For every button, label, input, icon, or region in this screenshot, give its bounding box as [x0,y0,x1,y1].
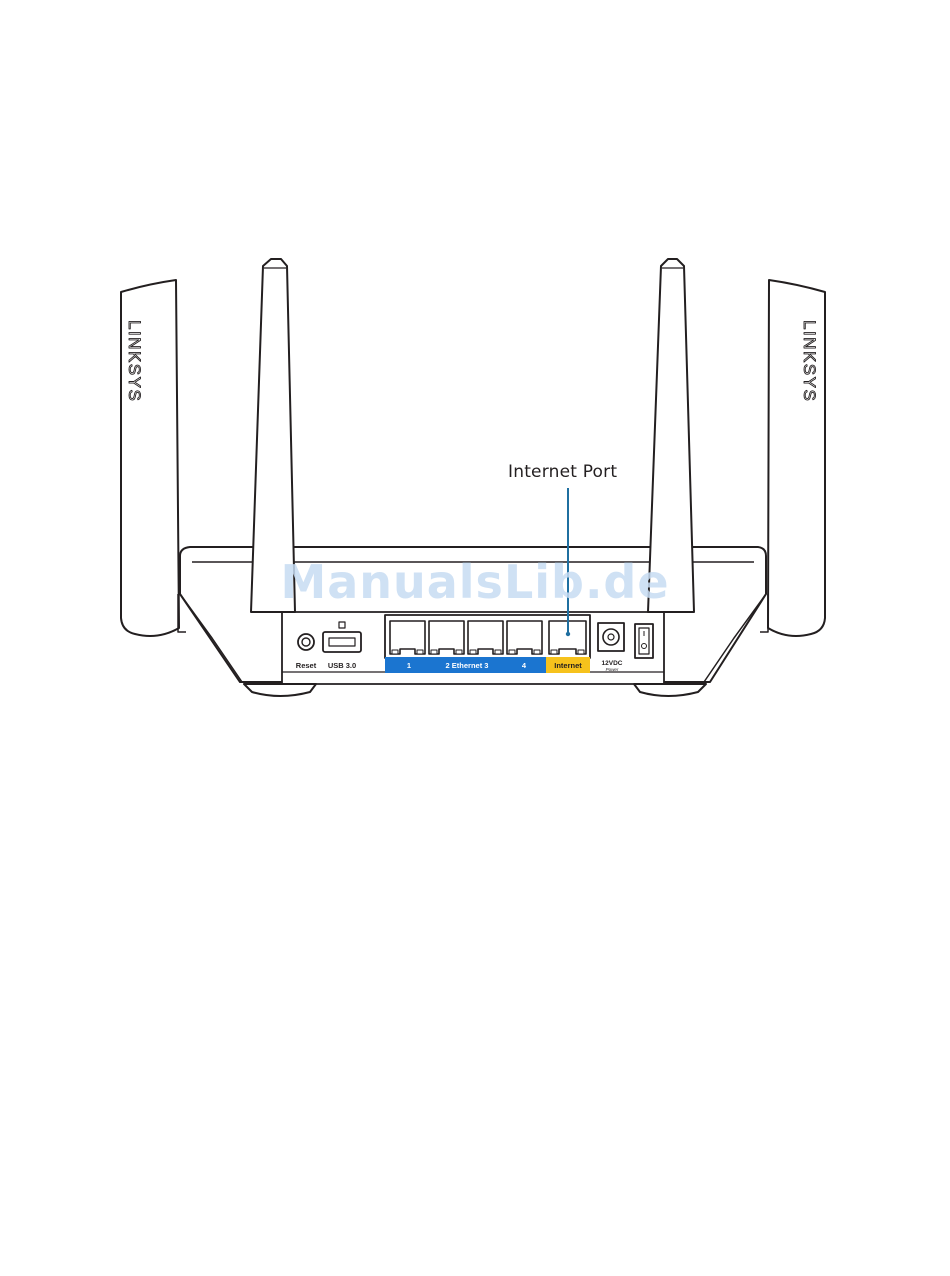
router-feet [244,684,706,696]
ethernet-port-1 [390,621,425,654]
power-switch [635,624,653,658]
ethernet-port-3 [468,621,503,654]
reset-label: Reset [296,661,317,670]
reset-button [298,634,314,650]
usb-label: USB 3.0 [328,661,356,670]
callout-leader-dot [566,632,570,636]
internet-port-callout-label: Internet Port [508,462,632,482]
power-jack [598,623,624,651]
power-label: Power [606,667,619,672]
ethernet-port-2 [429,621,464,654]
ethernet-2-3-label: 2 Ethernet 3 [446,661,489,670]
power-voltage-label: 12VDC [602,660,623,667]
right-fin-brand-text: LINKSYS [800,320,819,402]
watermark: ManualsLib.de [0,555,950,609]
left-fin-brand-text: LINKSYS [125,320,144,402]
ethernet-port-4 [507,621,542,654]
internet-label: Internet [554,661,582,670]
ethernet-1-label: 1 [407,661,411,670]
